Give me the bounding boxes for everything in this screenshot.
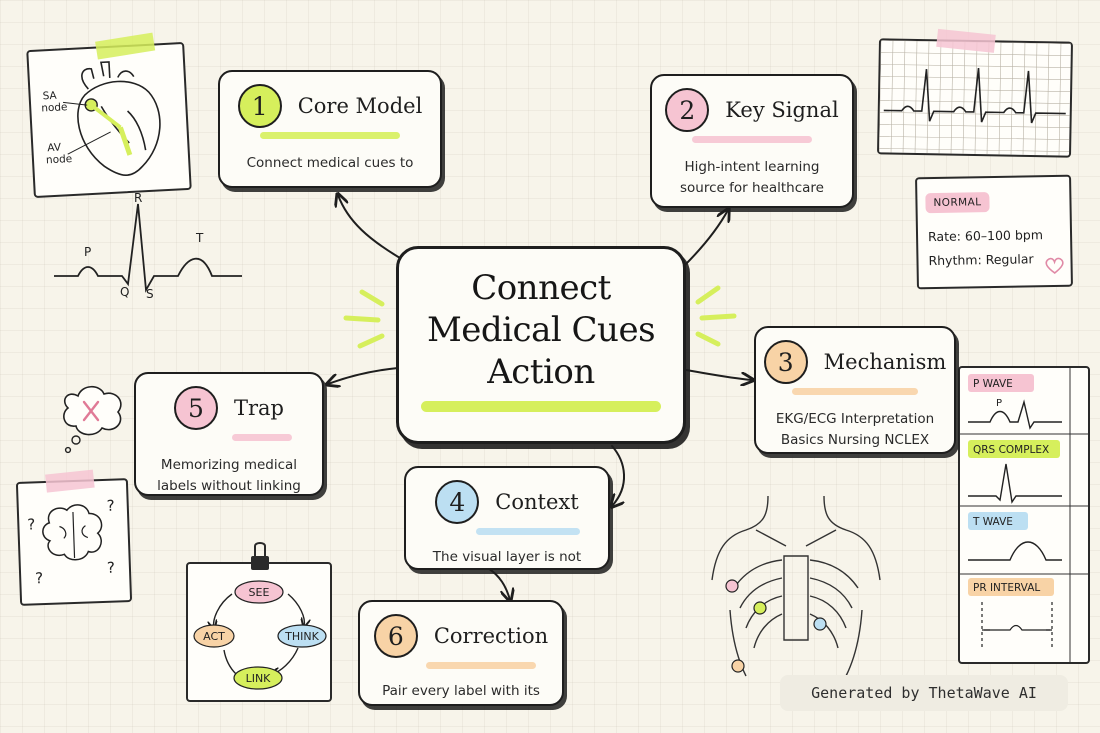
pr-interval-section: PR INTERVAL [968, 578, 1054, 650]
card-core-model[interactable]: 1 Core Model Connect medical cues to [218, 70, 442, 188]
wave-label-p: P [84, 245, 91, 259]
card-body: Connect medical cues to [246, 155, 414, 171]
cycle-step-link: LINK [233, 666, 283, 690]
central-title-underline [421, 401, 661, 412]
chest-electrode-diagram-icon [711, 495, 881, 677]
p-wave-section: P WAVE P [968, 374, 1062, 430]
svg-text:?: ? [35, 569, 44, 587]
energy-strokes-right [695, 285, 737, 347]
card-key-signal[interactable]: 2 Key Signal High-intent learning source… [650, 74, 854, 208]
arrow-to-key-signal [683, 210, 728, 267]
card-number-badge: 3 [763, 340, 808, 384]
t-wave-section: T WAVE [968, 512, 1062, 561]
central-topic-title: Connect Medical Cues Action [426, 268, 656, 392]
central-topic-card[interactable]: Connect Medical Cues Action [396, 246, 686, 444]
card-title: Mechanism [823, 350, 947, 374]
qrs-complex-section: QRS COMPLEX [968, 440, 1062, 504]
card-title: Trap [233, 396, 284, 420]
card-number-badge: 2 [665, 88, 710, 132]
card-body: Pair every label with its [382, 683, 540, 699]
arrow-to-correction [487, 567, 510, 600]
title-underline [692, 136, 812, 143]
card-body: High-intent learning source for healthca… [680, 159, 824, 196]
electrode-dot [753, 601, 767, 615]
binder-clip-icon [251, 542, 269, 570]
sa-label-line1: SA [42, 90, 57, 103]
heart-diagram-note: SA node AV node [26, 32, 192, 199]
svg-text:LINK: LINK [246, 672, 272, 685]
card-title: Core Model [297, 94, 423, 118]
card-body: EKG/ECG Interpretation Basics Nursing NC… [775, 411, 935, 448]
generated-by-watermark: Generated by ThetaWave AI [780, 675, 1068, 711]
card-title: Correction [433, 624, 549, 648]
normal-badge: NORMAL [925, 192, 990, 214]
title-underline [792, 388, 918, 395]
wave-reference-panel: P WAVE P QRS COMPLEX T WAVE PR INTERVAL [958, 366, 1090, 664]
wave-label-t: T [195, 231, 204, 245]
electrode-dot [813, 617, 827, 631]
arrow-to-trap [328, 367, 399, 384]
card-number-badge: 5 [173, 386, 218, 430]
arrow-to-core-model [338, 195, 401, 259]
wave-label-s: S [146, 287, 154, 300]
qrs-label: QRS COMPLEX [973, 444, 1049, 456]
card-body: Memorizing medical labels without linkin… [157, 457, 301, 494]
electrode-dot [725, 579, 739, 593]
title-underline [232, 434, 292, 441]
cycle-step-see: SEE [234, 580, 284, 604]
brain-question-note: ? ? ? ? [15, 469, 133, 606]
av-label-line2: node [46, 153, 73, 166]
card-mechanism[interactable]: 3 Mechanism EKG/ECG Interpretation Basic… [754, 326, 956, 454]
av-label-line1: AV [47, 142, 62, 155]
arrow-to-context [612, 445, 626, 506]
normal-rate: Rate: 60–100 bpm [927, 227, 1044, 245]
electrode-dot [731, 659, 745, 673]
svg-text:THINK: THINK [284, 630, 319, 643]
card-body: The visual layer is not [432, 549, 582, 565]
svg-text:?: ? [27, 515, 36, 533]
thought-bubble-icon [63, 385, 122, 454]
heart-icon: SA node AV node [41, 61, 161, 177]
heart-doodle-icon [1045, 257, 1064, 274]
normal-rhythm: Rhythm: Regular [928, 251, 1034, 269]
p-wave-marker: P [996, 398, 1002, 409]
card-correction[interactable]: 6 Correction Pair every label with its [358, 600, 564, 706]
arrow-to-mechanism [685, 369, 752, 380]
brain-icon: ? ? ? ? [27, 497, 116, 588]
energy-strokes-left [343, 289, 385, 349]
card-number-badge: 1 [237, 84, 282, 128]
cycle-step-think: THINK [277, 624, 327, 648]
title-underline [426, 662, 536, 669]
svg-text:ACT: ACT [203, 630, 225, 643]
sa-label-line2: node [41, 101, 68, 114]
wave-label-r: R [134, 191, 142, 205]
card-title: Key Signal [725, 98, 839, 122]
p-wave-label: P WAVE [973, 378, 1013, 390]
normal-rhythm-note: NORMAL Rate: 60–100 bpm Rhythm: Regular [915, 174, 1073, 290]
pqrst-waveform: P R Q S T [54, 191, 242, 300]
pr-interval-label: PR INTERVAL [973, 582, 1040, 594]
ecg-strip-note [877, 28, 1073, 158]
svg-text:?: ? [106, 497, 115, 515]
wave-label-q: Q [120, 285, 129, 299]
card-number-badge: 4 [435, 480, 480, 524]
title-underline [260, 132, 400, 139]
ecg-strip-icon [878, 40, 1071, 156]
title-underline [476, 528, 580, 535]
svg-text:SEE: SEE [249, 586, 270, 599]
card-title: Context [495, 490, 579, 514]
card-trap[interactable]: 5 Trap Memorizing medical labels without… [134, 372, 324, 496]
svg-text:?: ? [107, 559, 116, 577]
t-wave-label: T WAVE [972, 516, 1013, 528]
card-context[interactable]: 4 Context The visual layer is not [404, 466, 610, 570]
see-think-link-act-cycle-note: SEE THINK LINK ACT [186, 542, 332, 702]
cycle-step-act: ACT [193, 624, 235, 648]
card-number-badge: 6 [373, 614, 418, 658]
